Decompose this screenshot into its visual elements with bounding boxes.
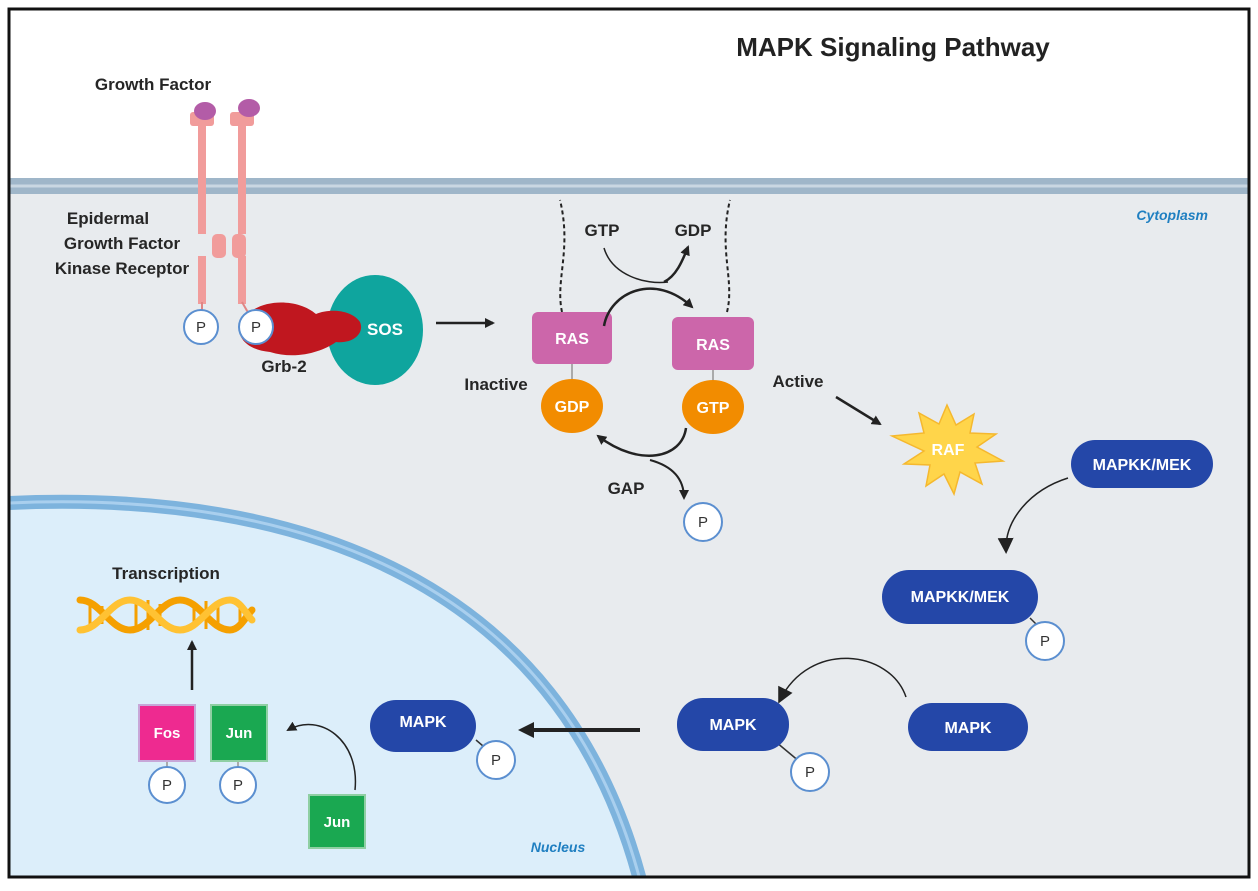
receptor-label-line-1: Epidermal [67, 209, 149, 228]
mek-phosphorylation-arrow [997, 477, 1069, 554]
receptor-label-line-3: Kinase Receptor [55, 259, 190, 278]
growth-factor-ligand [194, 99, 260, 120]
mapk-phosphorylation-arrow [778, 657, 907, 704]
mapk-active [677, 698, 789, 751]
mapk-phosphate: P [790, 752, 830, 792]
sos-label: SOS [367, 320, 403, 339]
gtp-incoming-arc [603, 247, 669, 284]
mapk-active-label: MAPK [709, 717, 757, 734]
diagram-title: MAPK Signaling Pathway [736, 32, 1050, 62]
mapk-inactive-label: MAPK [944, 720, 992, 737]
raf-kinase [889, 403, 1006, 497]
ras-inactive [532, 312, 612, 364]
phosphate-label: P [491, 752, 501, 769]
jun-label: Jun [226, 725, 253, 742]
phosphate-label: P [805, 764, 815, 781]
figure-frame [7, 7, 1251, 879]
nucleus-label: Nucleus [531, 839, 586, 855]
jun-phosphate: P [219, 766, 257, 804]
mapk-nuclear-label: MAPK [399, 714, 447, 731]
mapk-inactive [908, 703, 1028, 751]
ras-inactive-tether [559, 199, 566, 313]
jun-unphosphorylated [308, 794, 366, 849]
gap-hydrolysis-arrow [596, 427, 688, 457]
growth-factor-label: Growth Factor [95, 75, 212, 94]
mek-phosphate: P [1025, 621, 1065, 661]
gdp-bound [541, 379, 603, 433]
gdp-bound-label: GDP [555, 399, 590, 416]
mapkk-mek-active [882, 570, 1038, 624]
ras-active [672, 317, 754, 370]
gtp-bound [682, 380, 744, 434]
gdp-release-arrow [663, 245, 690, 284]
ras-to-raf-arrow [835, 395, 882, 426]
phosphate-label: P [1040, 633, 1050, 650]
phosphate-label: P [196, 319, 206, 336]
ras-inactive-label: RAS [555, 331, 589, 348]
mapkk-mek-inactive-label: MAPKK/MEK [1093, 457, 1192, 474]
receptor-label-line-2: Growth Factor [64, 234, 181, 253]
dna-double-helix-icon [76, 596, 256, 634]
jun-transcription-factor [210, 704, 268, 762]
phosphate-label: P [162, 777, 172, 794]
jun-unphosphorylated-label: Jun [324, 814, 351, 831]
mapk-nuclear-phosphate: P [476, 740, 516, 780]
transcription-label: Transcription [112, 564, 220, 583]
mapk-nuclear [370, 700, 476, 752]
released-phosphate: P [683, 502, 723, 542]
cytoplasm-label: Cytoplasm [1136, 207, 1208, 223]
raf-label: RAF [932, 442, 965, 459]
phosphate-label: P [233, 777, 243, 794]
fos-transcription-factor [138, 704, 196, 762]
active-label: Active [772, 372, 823, 391]
receptor-phosphate-1: P [183, 309, 219, 345]
ras-active-label: RAS [696, 337, 730, 354]
ras-active-tether [724, 199, 731, 313]
inactive-label: Inactive [464, 375, 527, 394]
sos-protein [327, 275, 423, 385]
fos-label: Fos [154, 725, 181, 742]
fos-phosphate: P [148, 766, 186, 804]
phosphate-release-arrow [649, 459, 689, 500]
egf-receptor [190, 112, 254, 317]
gtp-bound-label: GTP [697, 400, 730, 417]
mapkk-mek-inactive [1071, 440, 1213, 488]
gdp-out-label: GDP [675, 221, 712, 240]
gtp-in-label: GTP [585, 221, 620, 240]
mapkk-mek-active-label: MAPKK/MEK [911, 589, 1010, 606]
jun-phosphorylation-arrow [286, 721, 357, 791]
phosphate-label: P [251, 319, 261, 336]
phosphate-label: P [698, 514, 708, 531]
grb2-label: Grb-2 [261, 357, 306, 376]
ras-activation-arrow [602, 287, 694, 327]
gap-label: GAP [608, 479, 645, 498]
receptor-phosphate-2: P [238, 309, 274, 345]
